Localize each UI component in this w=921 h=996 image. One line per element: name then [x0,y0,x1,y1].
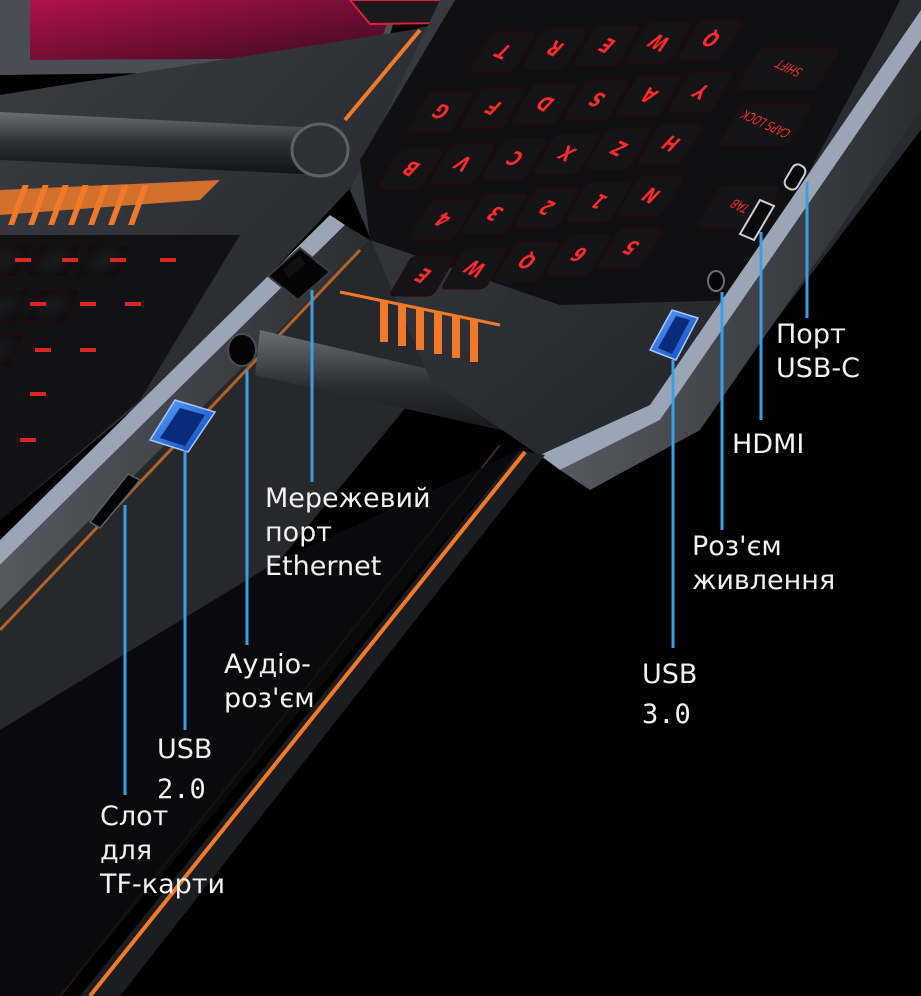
label-ethernet-port: Мережевий порт Ethernet [265,483,431,582]
usb-c-port [783,163,807,191]
keycap: R [522,28,587,70]
label-usb2: USB 2.0 [157,734,213,805]
left-keyboard [0,244,176,442]
keycap: C [482,138,547,180]
keycap: D [512,83,577,125]
keycap: E [390,255,455,297]
keycap: V [430,143,495,185]
keycap: W [442,248,507,290]
keycap: W [626,22,691,64]
lid-frame [0,444,545,996]
keycap: G [408,91,473,133]
power-jack [707,270,725,292]
label-usb3: USB 3.0 [642,659,698,730]
keycap: Q [494,241,559,283]
keycap: 1 [566,181,631,223]
keycap: F [460,87,525,129]
label-usb-c-port: Порт USB-C [776,319,861,384]
orange-vent-right [380,300,478,362]
left-laptop [0,5,573,730]
hdmi-port [738,198,776,242]
keycap: T [470,31,535,73]
label-audio-jack: Аудіо- роз'єм [224,649,315,714]
label-power-jack: Роз'єм живлення [692,531,836,596]
keycap: 6 [546,234,611,276]
keycap: Z [586,128,651,170]
svg-text:TAB: TAB [727,196,755,216]
keycap: 3 [462,193,527,235]
keycap: 2 [514,187,579,229]
keycap: 5 [598,227,663,269]
label-tf-card-slot: Слот для TF-карти [100,801,226,900]
keycap: B [378,148,443,190]
keycap-function: CAPS LOCK [719,103,811,147]
keycap: A [616,75,681,117]
label-hdmi: HDMI [732,429,805,460]
keycap-function: SHIFT [737,47,839,91]
ethernet-port [266,246,332,302]
keycap: X [534,133,599,175]
keycap: Q [678,19,743,61]
keycap: E [574,25,639,67]
keycap: 4 [410,199,475,241]
keycap: Y [668,71,733,113]
keycap: H [638,123,703,165]
keycap: S [564,79,629,121]
hinge-left [0,112,350,178]
usb2-port [148,399,217,453]
leader-lines [123,182,809,795]
orange-vent-left [8,185,149,225]
keycap: N [618,175,683,217]
audio-jack [227,333,257,367]
tf-card-slot [88,473,142,529]
usb3-port [648,309,700,361]
